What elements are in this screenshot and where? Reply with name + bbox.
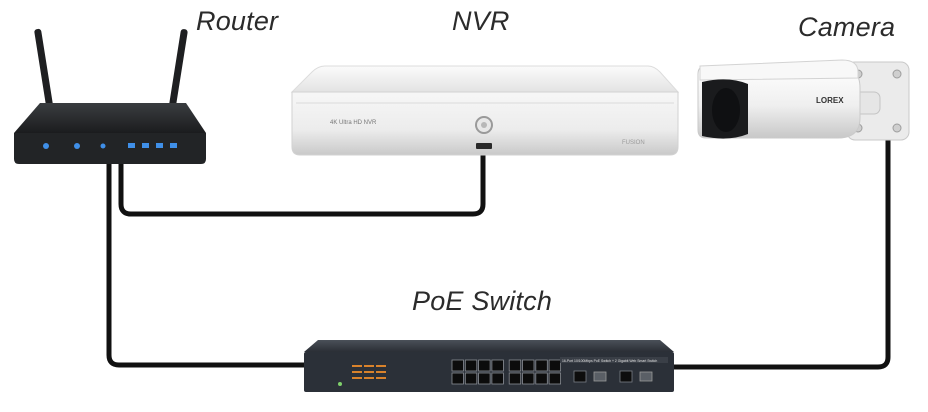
- camera-sunshield: [699, 59, 859, 81]
- router-status-leds: [43, 143, 177, 149]
- router-lan2-led: [142, 143, 149, 148]
- switch-port-10: [464, 372, 478, 385]
- switch-model-text: 16-Port 10/100Mbps PoE Switch + 2 Gigabi…: [562, 359, 657, 363]
- router-power-led: [43, 143, 49, 149]
- switch-port-16: [548, 372, 561, 385]
- switch-port-7: [535, 359, 548, 372]
- camera-lens: [712, 88, 740, 132]
- router-wps-led: [74, 143, 80, 149]
- switch-port-1: [451, 359, 464, 372]
- router-lan3-led: [156, 143, 163, 148]
- cable-switch-to-camera: [667, 137, 891, 370]
- switch-uplink-port-1: [573, 370, 587, 383]
- router-antenna-left: [34, 28, 55, 119]
- router-front-face: [14, 133, 206, 164]
- nvr-power-button-center: [481, 122, 487, 128]
- switch-sfp-port-1: [593, 371, 607, 382]
- switch-port-2: [464, 359, 478, 372]
- switch-port-8: [548, 359, 561, 372]
- camera-device: LOREX: [697, 59, 910, 141]
- switch-port-4: [491, 359, 504, 372]
- poe-switch-device: 16-Port 10/100Mbps PoE Switch + 2 Gigabi…: [304, 340, 674, 392]
- switch-port-5: [508, 359, 522, 372]
- nvr-model-text: 4K Ultra HD NVR: [330, 120, 377, 126]
- switch-port-12: [491, 372, 504, 385]
- router-wifi-led: [100, 143, 106, 149]
- cable-router-to-switch: [106, 157, 309, 368]
- switch-port-13: [508, 372, 522, 385]
- switch-power-led: [338, 382, 342, 386]
- cable-router-to-nvr: [118, 152, 486, 217]
- switch-port-6: [522, 359, 535, 372]
- switch-port-14: [522, 372, 535, 385]
- switch-top-face: [304, 340, 674, 352]
- router-lan1-led: [128, 143, 135, 148]
- switch-port-11: [478, 372, 491, 385]
- nvr-device: 4K Ultra HD NVR FUSION: [290, 65, 680, 156]
- switch-uplink-port-2: [619, 370, 633, 383]
- nvr-usb-port: [476, 143, 492, 149]
- camera-brand-text: LOREX: [816, 96, 844, 105]
- switch-port-9: [451, 372, 464, 385]
- nvr-label: NVR: [452, 6, 510, 36]
- router-device: [14, 28, 206, 164]
- switch-port-3: [478, 359, 491, 372]
- cables: [106, 137, 891, 370]
- router-label: Router: [196, 6, 279, 36]
- switch-model-band: [560, 357, 668, 363]
- switch-rj45-ports: [451, 359, 561, 385]
- camera-mount-screw-4: [892, 123, 902, 133]
- switch-port-leds: [352, 365, 386, 379]
- switch-sfp-port-2: [639, 371, 653, 382]
- router-lan4-led: [170, 143, 177, 148]
- poe-switch-label: PoE Switch: [412, 286, 553, 316]
- router-top-face: [14, 103, 206, 133]
- camera-mount-screw-2: [892, 69, 902, 79]
- nvr-top-face: [290, 65, 680, 93]
- switch-port-15: [535, 372, 548, 385]
- camera-label: Camera: [798, 12, 896, 42]
- router-antenna-right: [167, 29, 188, 119]
- nvr-brand-text: FUSION: [622, 140, 645, 146]
